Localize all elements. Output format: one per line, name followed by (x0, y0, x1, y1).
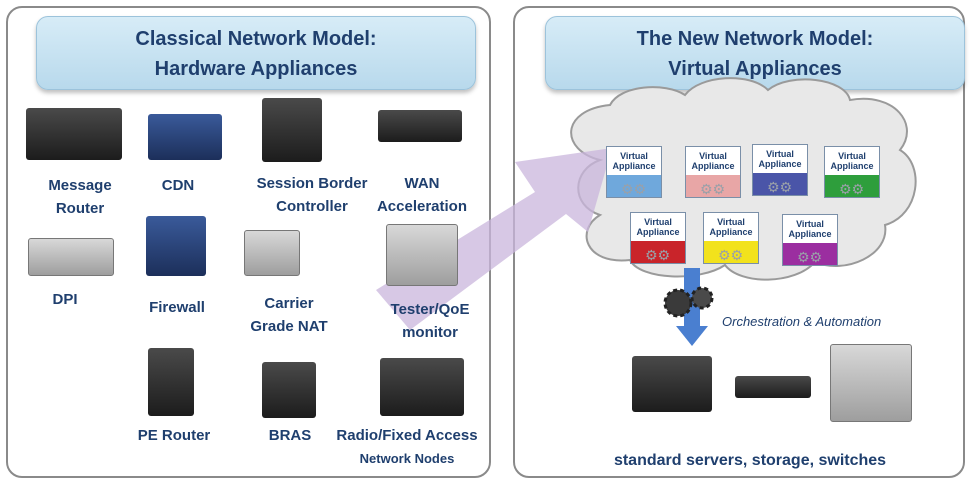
gear-icon: ⚙⚙ (700, 181, 726, 197)
virtual-appliance-6: Virtual Appliance ⚙⚙ (703, 212, 759, 264)
gear-icon: ⚙⚙ (767, 179, 793, 195)
classical-title-line1: Classical Network Model: (135, 28, 377, 50)
new-model-title: The New Network Model: Virtual Appliance… (545, 16, 965, 90)
pe-router-image (148, 348, 194, 416)
appliance-color-band (783, 243, 837, 265)
classical-model-title: Classical Network Model: Hardware Applia… (36, 16, 476, 90)
orchestration-label: Orchestration & Automation (722, 314, 882, 329)
radio-fixed-access-image (380, 358, 464, 416)
dpi-image (28, 238, 114, 276)
dpi-label: DPI (52, 291, 78, 308)
appliance-color-band (753, 173, 807, 195)
appliance-color-band (686, 175, 740, 197)
new-title-line1: The New Network Model: (636, 28, 874, 50)
pe-router-label: PE Router (137, 427, 211, 444)
virtual-appliance-1: Virtual Appliance ⚙⚙ (606, 146, 662, 198)
virtual-appliance-7: Virtual Appliance ⚙⚙ (782, 214, 838, 266)
session-border-controller-image (262, 98, 322, 162)
blade-server-image (632, 356, 712, 412)
gear-icon: ⚙⚙ (797, 249, 823, 265)
gear-icon: ⚙⚙ (839, 181, 865, 197)
virtual-appliance-2: Virtual Appliance ⚙⚙ (685, 146, 741, 198)
standard-hardware-label: standard servers, storage, switches (613, 452, 887, 469)
firewall-image (146, 216, 206, 276)
bras-label: BRAS (268, 427, 312, 444)
appliance-color-band (607, 175, 661, 197)
gear-icon: ⚙⚙ (621, 181, 647, 197)
gear-icon: ⚙⚙ (718, 247, 744, 263)
bras-image (262, 362, 316, 418)
classical-title-line2: Hardware Appliances (154, 58, 358, 80)
message-router-image (26, 108, 122, 160)
network-switch-image (830, 344, 912, 422)
appliance-color-band (631, 241, 685, 263)
carrier-grade-nat-image (244, 230, 300, 276)
tester-qoe-monitor-image (386, 224, 458, 286)
gear-icon: ⚙⚙ (645, 247, 671, 263)
storage-array-image (735, 376, 811, 398)
firewall-label: Firewall (149, 299, 205, 316)
new-title-line2: Virtual Appliances (668, 58, 842, 80)
virtual-appliance-5: Virtual Appliance ⚙⚙ (630, 212, 686, 264)
cdn-label: CDN (161, 177, 195, 194)
appliance-color-band (704, 241, 758, 263)
cdn-image (148, 114, 222, 160)
wan-acceleration-image (378, 110, 462, 142)
virtual-appliance-3: Virtual Appliance ⚙⚙ (752, 144, 808, 196)
virtual-appliance-4: Virtual Appliance ⚙⚙ (824, 146, 880, 198)
appliance-color-band (825, 175, 879, 197)
